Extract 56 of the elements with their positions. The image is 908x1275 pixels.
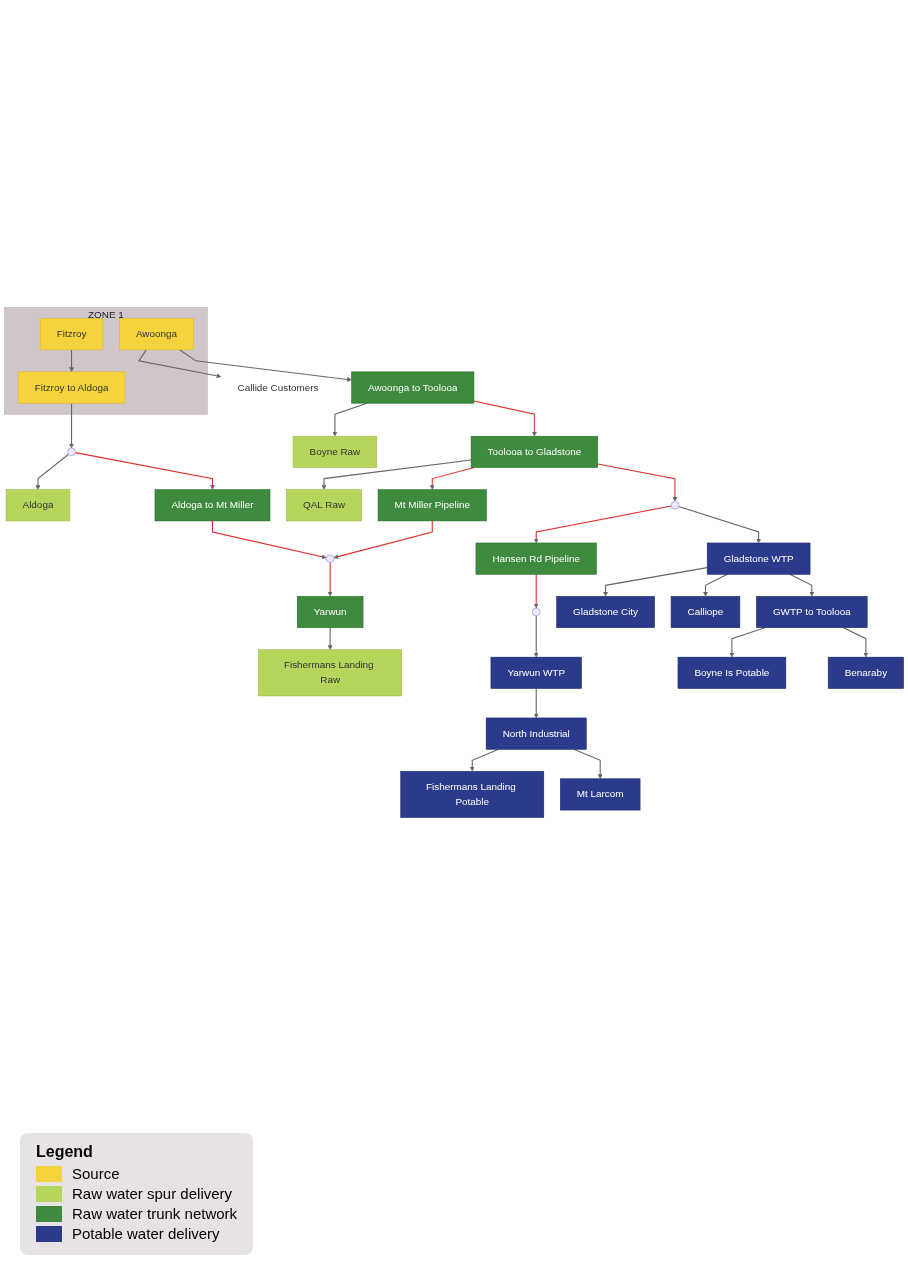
node-box: Toolooa to Gladstone: [470, 435, 598, 468]
node-box: Benaraby: [827, 656, 904, 689]
arrow: [333, 520, 433, 559]
node-box: Awoonga: [119, 318, 194, 351]
node-box: Boyne Is Potable: [677, 656, 787, 689]
arrow: [69, 402, 74, 449]
node-box: Calliope: [670, 596, 741, 628]
legend-label: Raw water spur delivery: [72, 1185, 233, 1202]
node-box: Gladstone WTP: [706, 542, 811, 575]
arrow: [789, 573, 815, 597]
node-box: Hansen Rd Pipeline: [475, 542, 597, 575]
node-box: North Industrial: [485, 717, 587, 750]
legend-label: Source: [72, 1165, 120, 1182]
legend-label: Raw water trunk network: [72, 1205, 238, 1222]
legend-label: Potable water delivery: [72, 1225, 220, 1242]
node-box: Fitzroy to Aldoga: [17, 371, 126, 404]
arrow: [74, 452, 215, 490]
node-box: QAL Raw: [286, 489, 362, 522]
arrow: [843, 627, 869, 658]
node-box: Mt Larcom: [560, 778, 641, 811]
node-box: Fishermans Landing Potable: [400, 771, 545, 818]
arrow: [327, 627, 333, 650]
node-circle: [670, 501, 680, 510]
arrow: [321, 459, 472, 490]
node-box: Mt Miller Pipeline: [377, 489, 487, 522]
arrow: [597, 463, 678, 502]
arrow: [703, 573, 728, 597]
node-box: Fitzroy: [39, 318, 104, 351]
node-box: Yarwun WTP: [490, 656, 582, 689]
node-box: Aldoga to Mt Miller: [154, 489, 271, 522]
arrow: [69, 349, 74, 373]
arrow: [179, 349, 352, 382]
node-circle: [326, 554, 335, 563]
node-circle: [67, 447, 76, 457]
node-box: Awoonga to Toolooa: [351, 371, 475, 404]
node-box: GWTP to Toolooa: [756, 596, 868, 628]
arrow: [473, 400, 537, 437]
node-box: Fishermans Landing Raw: [258, 649, 402, 697]
arrow: [533, 687, 539, 719]
node-box: Gladstone City: [556, 596, 655, 628]
arrow: [603, 567, 708, 597]
arrow: [729, 627, 766, 658]
node-box: Boyne Raw: [292, 435, 378, 468]
arrow: [327, 561, 333, 597]
arrow: [678, 505, 762, 544]
legend-title: Legend: [36, 1143, 94, 1161]
arrow: [533, 615, 539, 658]
arrow: [533, 573, 539, 609]
node-box: Aldoga: [5, 489, 71, 522]
arrow: [138, 349, 222, 379]
arrow: [35, 453, 70, 490]
arrow: [533, 505, 672, 544]
node-text: Callide Customers: [237, 381, 319, 393]
node-circle: [532, 607, 541, 617]
node-box: Yarwun: [296, 596, 364, 628]
arrow: [211, 520, 327, 560]
